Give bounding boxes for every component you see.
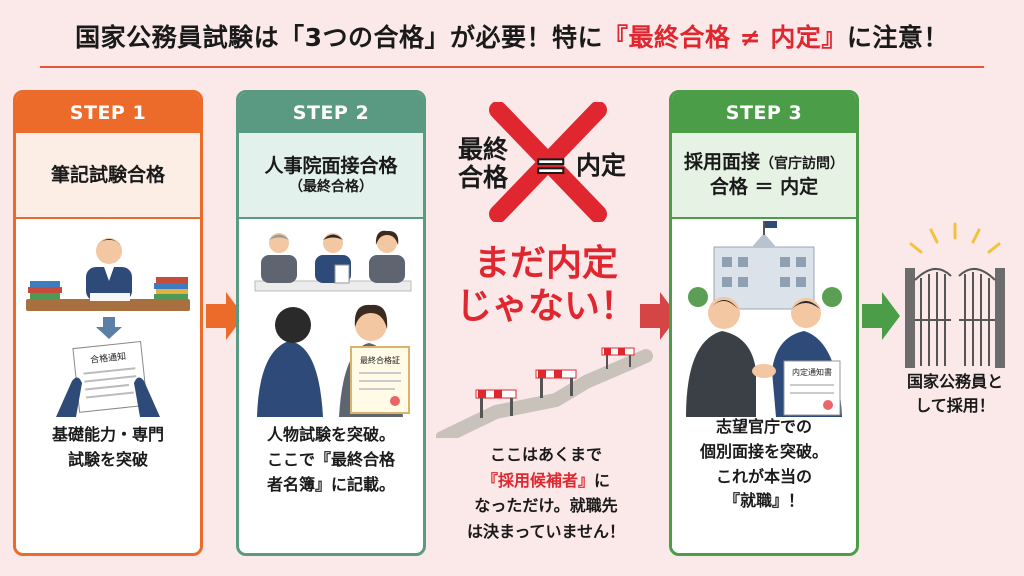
step3-description: 志望官庁での 個別面接を突破。 これが本当の 『就職』！ bbox=[699, 417, 828, 511]
step2-illustration: 最終合格証 bbox=[254, 230, 412, 417]
equals-sign: = bbox=[533, 143, 568, 189]
warning-column: 最終 合格 = 内定 まだ内定 じゃない！ bbox=[430, 90, 662, 560]
step1-doc-label: 合格通知 bbox=[90, 350, 127, 366]
step1-heading-box: 筆記試験合格 bbox=[16, 133, 200, 219]
step2-heading-sub: （最終合格） bbox=[289, 179, 373, 196]
step3-illustration: 内定通知書 bbox=[686, 221, 842, 417]
cross-icon bbox=[489, 102, 607, 222]
step3-heading: 採用面接（官庁訪問） bbox=[683, 151, 844, 174]
step3-heading-box: 採用面接（官庁訪問） 合格 ＝ 内定 bbox=[672, 133, 856, 219]
step3-doc-label: 内定通知書 bbox=[792, 367, 832, 377]
result-text: 国家公務員と して採用！ bbox=[906, 372, 1003, 415]
offer-label: 内定 bbox=[576, 151, 627, 180]
arrow-right-icon bbox=[640, 292, 678, 340]
arrow-right-icon bbox=[862, 292, 900, 340]
not-yet-warning: まだ内定 じゃない！ bbox=[455, 243, 636, 328]
step1-description: 基礎能力・専門 試験を突破 bbox=[51, 425, 164, 469]
title-divider bbox=[40, 66, 984, 68]
step3-card: STEP 3 採用面接（官庁訪問） 合格 ＝ 内定 内定通知書 bbox=[669, 90, 859, 556]
candidate-highlight: 『採用候補者』 bbox=[481, 470, 594, 490]
step1-header: STEP 1 bbox=[16, 93, 200, 133]
page-title: 国家公務員試験は「3つの合格」が必要！特に『最終合格 ≠ 内定』に注意！ bbox=[75, 23, 949, 52]
arrow-down-icon bbox=[96, 317, 122, 339]
arrow-right-icon bbox=[206, 292, 244, 340]
step1-card: STEP 1 筆記試験合格 合格通知 bbox=[13, 90, 203, 556]
title-highlight: 『最終合格 ≠ 内定』 bbox=[603, 23, 847, 52]
hurdle-icon bbox=[436, 347, 653, 438]
step1-heading: 筆記試験合格 bbox=[50, 163, 165, 186]
step2-doc-label: 最終合格証 bbox=[360, 355, 400, 365]
step1-illustration: 合格通知 bbox=[26, 238, 190, 417]
step2-header: STEP 2 bbox=[239, 93, 423, 133]
flag-icon bbox=[765, 221, 777, 228]
gate-icon bbox=[905, 222, 1005, 368]
warning-description: ここはあくまで 『採用候補者』に なっただけ。就職先 は決まっていません！ bbox=[466, 445, 626, 541]
step3-heading-line2: 合格 ＝ 内定 bbox=[709, 176, 819, 198]
step2-description: 人物試験を突破。 ここで『最終合格 者名簿』に記載。 bbox=[266, 425, 395, 494]
final-pass-label: 最終 合格 bbox=[458, 135, 509, 192]
step3-header: STEP 3 bbox=[672, 93, 856, 133]
step2-heading: 人事院面接合格 bbox=[264, 154, 398, 177]
step2-card: STEP 2 人事院面接合格 （最終合格） 最終合格証 bbox=[236, 90, 426, 556]
step2-heading-box: 人事院面接合格 （最終合格） bbox=[239, 133, 423, 219]
